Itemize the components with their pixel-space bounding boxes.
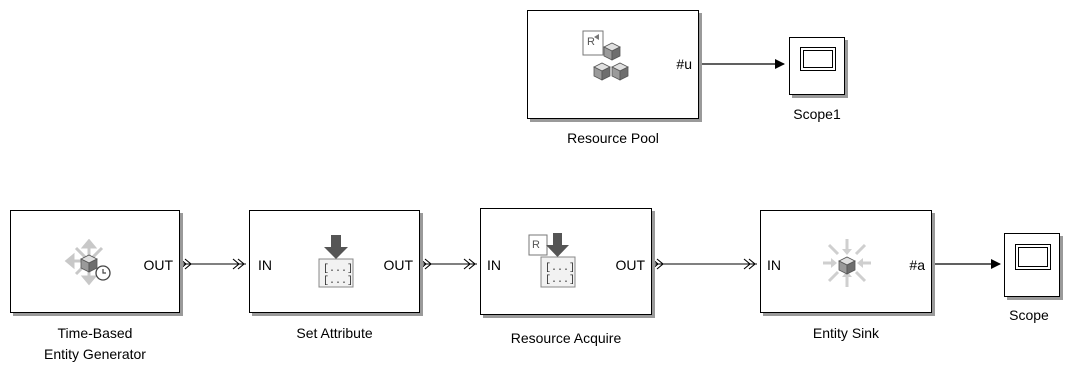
entity-sink-label: Entity Sink — [812, 325, 880, 341]
entity-sink-out-port: #a — [909, 257, 925, 273]
resource-pool-icon: R — [582, 30, 629, 81]
resource-pool-block[interactable]: R #u — [527, 10, 699, 119]
scope1-label: Scope1 — [793, 106, 841, 122]
entity-sink-block[interactable]: IN #a — [760, 210, 932, 313]
generator-label-line2: Entity Generator — [44, 346, 146, 362]
entity-line-acquire-to-sink[interactable] — [651, 258, 757, 270]
set-attribute-out-port: OUT — [383, 257, 413, 273]
resource-pool-out-port: #u — [676, 56, 692, 72]
svg-text:R: R — [532, 239, 540, 251]
scope1-block[interactable] — [789, 37, 845, 95]
set-attribute-icon: [...] [...] — [318, 235, 354, 288]
scope-screen-icon — [1015, 244, 1051, 270]
scope-block[interactable] — [1004, 233, 1060, 297]
set-attribute-label: Set Attribute — [296, 325, 373, 341]
svg-text:[...]: [...] — [323, 263, 353, 275]
svg-text:[...]: [...] — [545, 262, 575, 274]
svg-text:R: R — [587, 36, 595, 48]
entity-line-gen-to-setattr[interactable] — [179, 258, 246, 270]
resource-acquire-icon: R [...] [...] — [528, 233, 576, 288]
entity-sink-icon — [823, 239, 871, 287]
svg-text:[...]: [...] — [323, 275, 353, 287]
svg-text:[...]: [...] — [545, 274, 575, 286]
set-attribute-in-port: IN — [258, 257, 272, 273]
generator-label-line1: Time-Based — [57, 325, 133, 341]
resource-acquire-in-port: IN — [487, 257, 501, 273]
scope-label: Scope — [1009, 307, 1049, 323]
resource-acquire-out-port: OUT — [615, 257, 645, 273]
entity-sink-in-port: IN — [767, 257, 781, 273]
resource-acquire-label: Resource Acquire — [510, 330, 622, 346]
entity-generator-icon — [64, 239, 111, 286]
generator-block[interactable]: OUT — [10, 210, 180, 313]
entity-line-setattr-to-acquire[interactable] — [419, 258, 477, 270]
generator-out-port: OUT — [143, 257, 173, 273]
resource-pool-label: Resource Pool — [567, 130, 659, 146]
set-attribute-block[interactable]: IN [...] [...] OUT — [249, 210, 420, 313]
resource-acquire-block[interactable]: IN R [...] [...] OUT — [480, 208, 652, 315]
scope1-screen-icon — [800, 47, 836, 71]
